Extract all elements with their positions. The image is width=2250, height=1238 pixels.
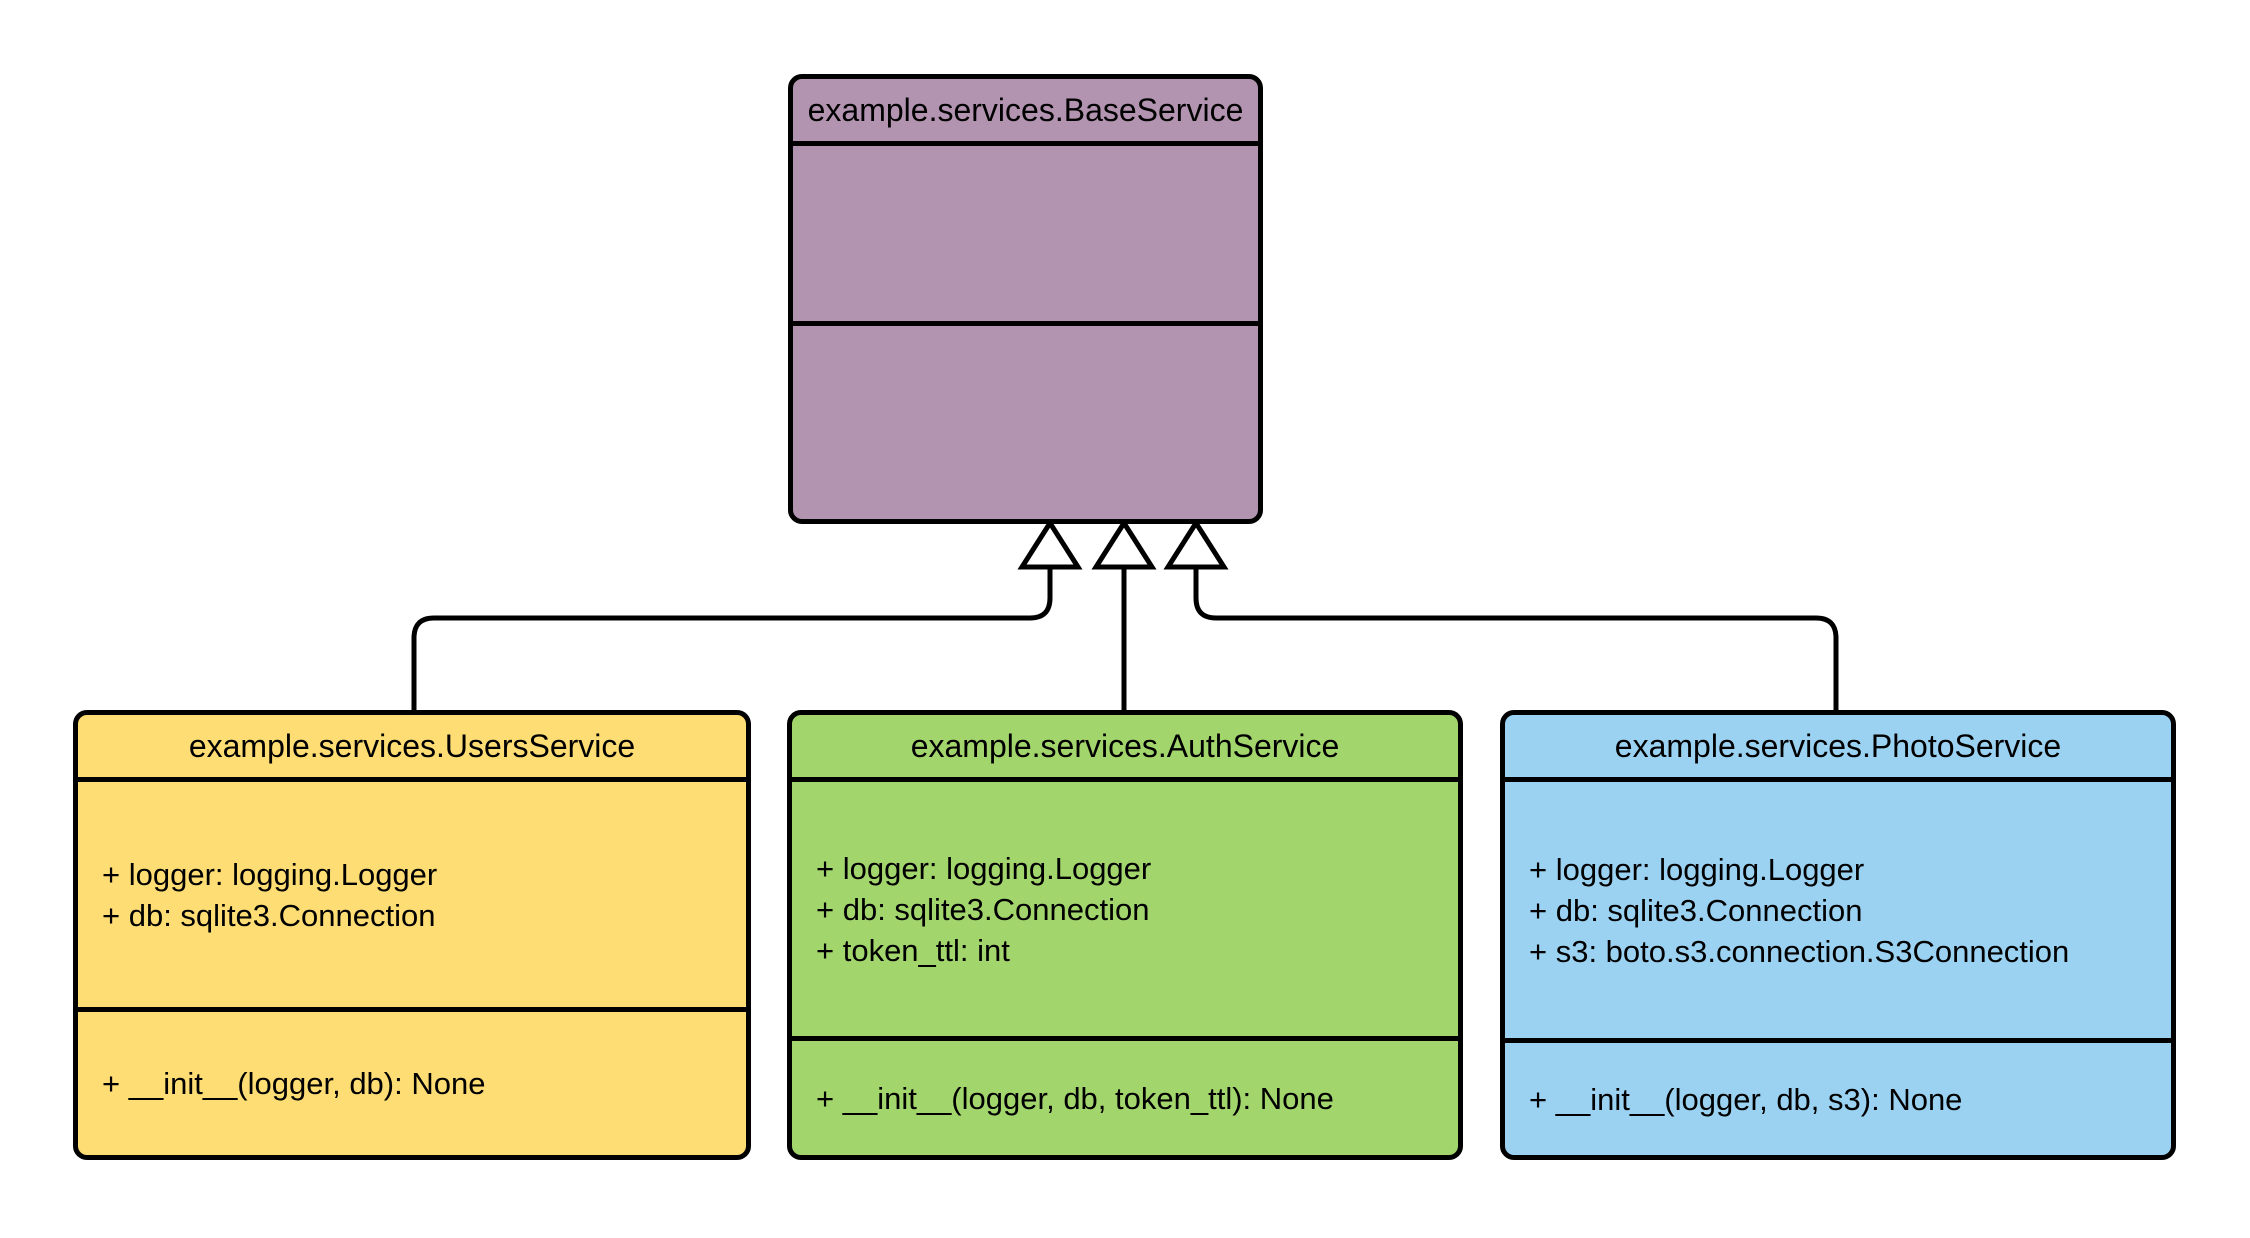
class-attribute: + db: sqlite3.Connection <box>102 897 436 933</box>
class-attribute: + db: sqlite3.Connection <box>816 891 1150 927</box>
class-box-usersservice: example.services.UsersService + logger: … <box>73 710 751 1160</box>
inheritance-edge-photo-to-base <box>1163 518 1839 710</box>
class-box-baseservice: example.services.BaseService <box>788 74 1263 524</box>
class-methods-compartment <box>793 326 1258 519</box>
class-attribute: + logger: logging.Logger <box>1529 851 1865 887</box>
class-attribute: + db: sqlite3.Connection <box>1529 892 1863 928</box>
class-attribute: + token_ttl: int <box>816 932 1010 968</box>
inheritance-arrowhead-icon <box>1163 518 1229 570</box>
class-methods-compartment: + __init__(logger, db): None <box>78 1012 746 1155</box>
class-title: example.services.AuthService <box>792 715 1458 782</box>
class-title: example.services.BaseService <box>793 79 1258 146</box>
inheritance-edge-line <box>411 567 1053 710</box>
class-method: + __init__(logger, db): None <box>102 1066 486 1101</box>
class-box-photoservice: example.services.PhotoService + logger: … <box>1500 710 2176 1160</box>
inheritance-arrowhead-icon <box>1091 518 1157 570</box>
class-box-authservice: example.services.AuthService + logger: l… <box>787 710 1463 1160</box>
inheritance-edge-line <box>1193 567 1839 710</box>
class-title: example.services.PhotoService <box>1505 715 2171 782</box>
inheritance-edge-users-to-base <box>411 518 1083 710</box>
class-attributes-compartment: + logger: logging.Logger + db: sqlite3.C… <box>78 782 746 1012</box>
class-attributes-compartment: + logger: logging.Logger + db: sqlite3.C… <box>792 782 1458 1041</box>
class-method: + __init__(logger, db, s3): None <box>1529 1081 1963 1117</box>
class-attribute: + logger: logging.Logger <box>102 856 438 892</box>
class-attributes-compartment: + logger: logging.Logger + db: sqlite3.C… <box>1505 782 2171 1043</box>
class-attributes-compartment <box>793 146 1258 326</box>
class-attribute: + logger: logging.Logger <box>816 850 1152 886</box>
class-methods-compartment: + __init__(logger, db, token_ttl): None <box>792 1041 1458 1155</box>
inheritance-edge-auth-to-base <box>1091 518 1157 710</box>
class-title: example.services.UsersService <box>78 715 746 782</box>
inheritance-arrowhead-icon <box>1017 518 1083 570</box>
class-method: + __init__(logger, db, token_ttl): None <box>816 1080 1334 1116</box>
class-attribute: + s3: boto.s3.connection.S3Connection <box>1529 933 2070 969</box>
class-methods-compartment: + __init__(logger, db, s3): None <box>1505 1043 2171 1155</box>
